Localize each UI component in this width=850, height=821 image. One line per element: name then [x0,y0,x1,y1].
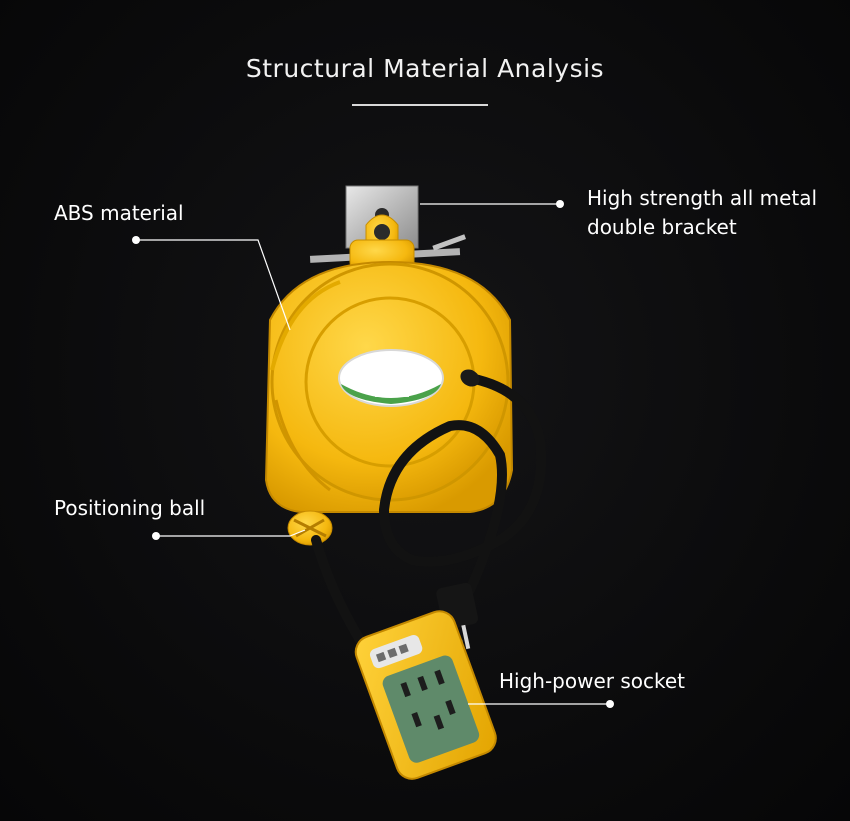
power-socket [354,610,497,780]
label-socket: High-power socket [499,669,686,693]
label-bracket-line1: High strength all metal [587,186,818,210]
callout-lines [136,203,610,705]
page-title: Structural Material Analysis [245,54,605,83]
socket-cable [311,535,365,645]
label-abs-material: ABS material [54,201,184,225]
hanging-ring [349,214,415,271]
plug-cable [378,373,547,595]
callout-dots [132,200,614,708]
label-positioning-ball: Positioning ball [54,496,206,520]
label-bracket-line2: double bracket [587,215,737,239]
title-underline [352,104,488,106]
positioning-ball [287,510,333,546]
reel-housing [264,260,514,513]
